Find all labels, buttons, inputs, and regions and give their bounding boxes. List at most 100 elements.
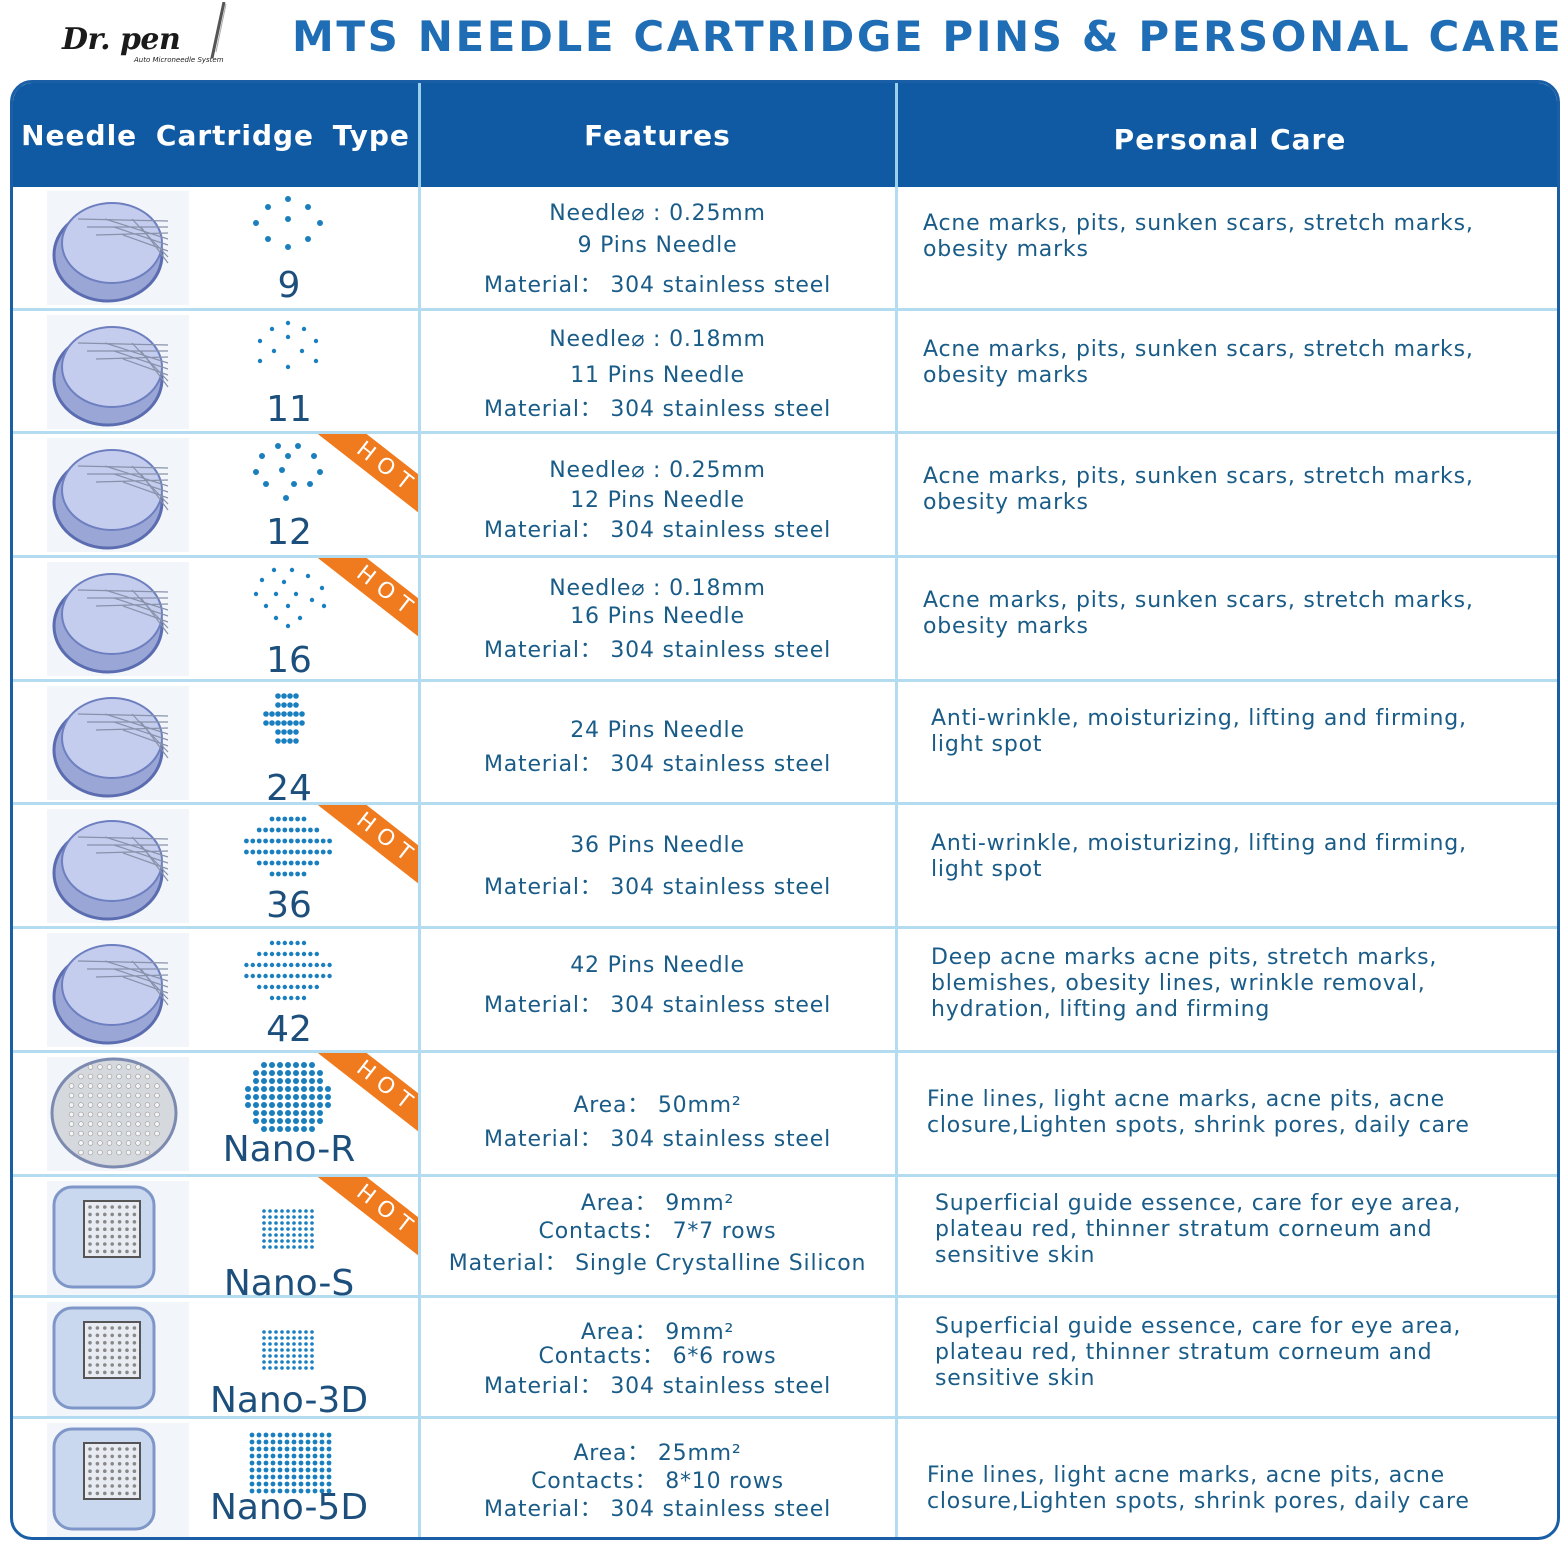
pin-dot xyxy=(310,1366,314,1370)
cartridge-needle xyxy=(140,721,169,759)
hot-badge: HOT xyxy=(317,1053,418,1133)
pin-dot xyxy=(285,1102,291,1108)
pin-dot xyxy=(245,1094,251,1100)
chip-pin xyxy=(103,1326,107,1330)
chip-pin xyxy=(132,1447,137,1451)
pin-dot xyxy=(276,984,281,990)
feature-line: 24 Pins Needle xyxy=(570,718,745,743)
pin-dot xyxy=(276,849,281,855)
pin-dot xyxy=(282,984,287,990)
pin-dot xyxy=(263,711,269,717)
pin-dot xyxy=(250,849,256,855)
chip-pin xyxy=(110,1484,114,1488)
pin-dot xyxy=(250,962,255,968)
chip-pin xyxy=(95,1469,100,1473)
chip-pin xyxy=(117,1355,122,1360)
pin-dot xyxy=(263,860,268,866)
pin-dot xyxy=(305,236,311,242)
pin-dot xyxy=(249,1453,255,1459)
pin-dot xyxy=(317,469,323,475)
cartridge-needle xyxy=(113,350,169,370)
pin-dot xyxy=(268,1227,272,1231)
cartridge-pin xyxy=(68,1111,75,1118)
hot-badge: HOT xyxy=(317,805,418,885)
pin-dot xyxy=(301,940,307,946)
care-line: Anti-wrinkle, moisturizing, lifting and … xyxy=(931,706,1467,731)
pin-dot xyxy=(288,871,294,877)
pin-dot xyxy=(280,1209,284,1213)
chip-pin xyxy=(110,1341,114,1345)
pin-pattern-icon xyxy=(249,1432,332,1494)
cartridge-pin xyxy=(87,1140,94,1146)
column-divider xyxy=(895,805,898,926)
pin-dot xyxy=(284,1488,290,1494)
pin-dot xyxy=(293,738,299,744)
pin-dot xyxy=(282,860,288,866)
hot-badge: HOT xyxy=(317,558,418,638)
cartridge-icon xyxy=(52,449,169,550)
chip-pin xyxy=(132,1205,137,1209)
pin-dot xyxy=(298,1481,304,1487)
pin-dot xyxy=(250,838,256,844)
cartridge-pin xyxy=(78,1092,84,1099)
pin-dot xyxy=(256,1481,262,1487)
pin-dot xyxy=(288,827,294,833)
chip-pin xyxy=(132,1469,137,1473)
chip-pin xyxy=(95,1447,100,1451)
pin-dot xyxy=(295,816,300,822)
feature-line: Material： 304 stainless steel xyxy=(483,1497,831,1522)
pin-dot xyxy=(285,1062,291,1068)
pin-pattern-icon xyxy=(257,320,319,370)
chip-pin xyxy=(117,1370,122,1375)
chip-pin xyxy=(132,1212,137,1217)
pin-dot xyxy=(291,1460,297,1466)
pin-dot xyxy=(310,1221,314,1225)
cartridge-pin xyxy=(87,1102,94,1108)
cartridge-needle xyxy=(77,589,169,593)
pin-dot xyxy=(310,1354,314,1358)
pin-dot xyxy=(292,1360,296,1364)
pin-dot xyxy=(280,1348,284,1352)
cartridge-needle xyxy=(140,473,169,511)
chip-pin xyxy=(95,1242,100,1246)
pin-dot xyxy=(253,469,259,475)
pin-dot xyxy=(304,1342,308,1346)
pin-dot xyxy=(268,1330,272,1334)
cartridge-needle xyxy=(104,713,169,735)
pin-dot xyxy=(312,1488,318,1494)
pin-dot xyxy=(298,1245,302,1249)
pin-dot xyxy=(280,1227,284,1231)
pin-pattern-icon xyxy=(245,1062,331,1132)
pin-dot xyxy=(326,1474,332,1480)
pin-dot xyxy=(287,711,293,717)
pin-dot xyxy=(310,1245,314,1249)
cartridge-pin xyxy=(125,1130,132,1137)
pin-dot xyxy=(298,1354,302,1358)
cartridge-pin xyxy=(125,1121,132,1127)
pin-dot xyxy=(256,1474,262,1480)
pin-dot xyxy=(282,827,288,833)
chip-pin xyxy=(117,1326,122,1330)
pin-dot xyxy=(270,1453,276,1459)
column-divider xyxy=(418,805,421,926)
pin-dot xyxy=(298,1336,302,1340)
pin-dot xyxy=(256,1460,262,1466)
cartridge-needle xyxy=(104,836,169,858)
chip-pin xyxy=(88,1212,92,1217)
pin-dot xyxy=(274,1239,278,1243)
pin-dot xyxy=(295,962,300,968)
cartridge-needle xyxy=(140,226,169,264)
cartridge-pin xyxy=(135,1092,141,1099)
chip-pin xyxy=(103,1447,107,1451)
cartridge-pin xyxy=(135,1073,141,1080)
pin-dot xyxy=(304,1348,308,1352)
pin-dot xyxy=(261,1118,267,1124)
cartridge-pin xyxy=(106,1064,113,1070)
cartridge-pin xyxy=(87,1149,94,1156)
chip-pin xyxy=(88,1476,92,1481)
cartridge-pin xyxy=(106,1140,113,1146)
pin-dot xyxy=(293,729,299,735)
pin-dot xyxy=(281,579,287,585)
pin-dot xyxy=(286,1336,290,1340)
